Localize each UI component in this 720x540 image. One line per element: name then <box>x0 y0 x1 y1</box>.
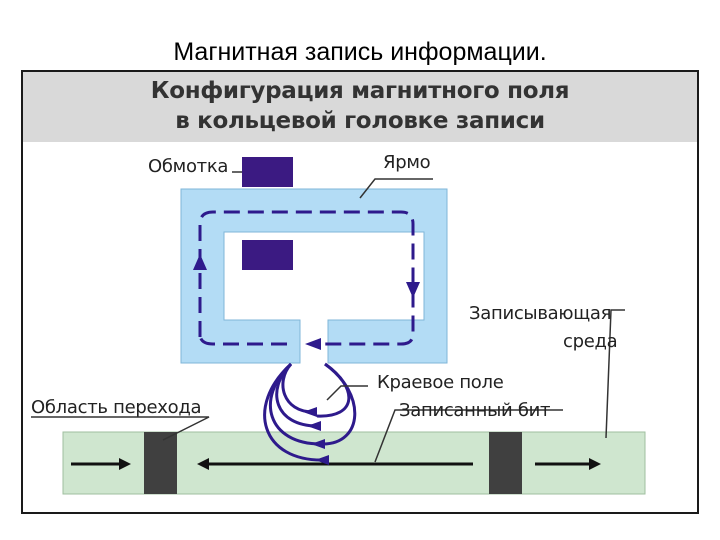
label-medium-line1: Записывающая <box>469 303 612 324</box>
yoke-core <box>180 188 448 364</box>
fringe-arrow-2 <box>307 421 321 431</box>
label-recorded-bit: Записанный бит <box>399 400 551 421</box>
fringe-field-lines <box>263 362 357 462</box>
winding-inner <box>242 240 293 270</box>
fringe-arrow-1 <box>303 407 317 417</box>
fringe-arrow-3 <box>311 439 325 449</box>
label-transition-region: Область перехода <box>31 397 202 418</box>
transition-left <box>144 432 177 494</box>
leader-bit <box>374 409 563 463</box>
head-diagram <box>31 157 646 495</box>
flux-path <box>198 210 415 346</box>
fringe-arrow-4 <box>315 455 329 465</box>
label-medium-line2: среда <box>563 331 618 352</box>
leader-fringe <box>326 385 368 401</box>
label-fringe-field: Краевое поле <box>377 372 504 393</box>
diagram-figure: Конфигурация магнитного поля в кольцевой… <box>21 70 699 514</box>
transition-right <box>489 432 522 494</box>
flux-arrow-up <box>193 254 207 270</box>
leader-medium <box>605 309 625 439</box>
label-yoke: Ярмо <box>383 152 431 173</box>
figure-header <box>23 72 697 142</box>
flux-arrow-gap <box>305 338 321 350</box>
winding-top <box>242 157 293 187</box>
figure-title-line1: Конфигурация магнитного поля <box>150 78 570 104</box>
leader-transition <box>31 416 210 441</box>
figure-title-line2: в кольцевой головке записи <box>175 108 545 134</box>
leader-yoke <box>359 178 433 199</box>
slide-title: Магнитная запись информации. <box>173 38 547 66</box>
flux-arrow-down <box>406 282 420 298</box>
label-winding: Обмотка <box>148 156 229 177</box>
flux-path-left-bottom <box>198 333 287 346</box>
